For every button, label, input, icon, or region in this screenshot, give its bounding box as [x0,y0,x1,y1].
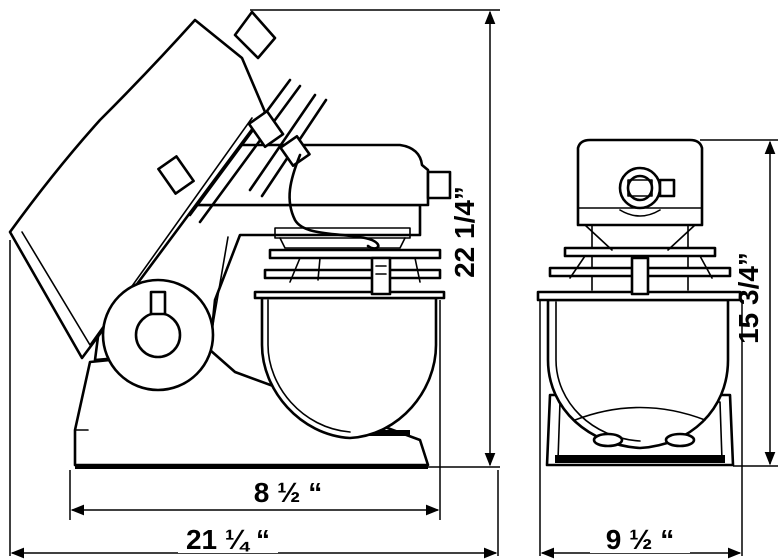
front-view [536,138,742,467]
side-head-knob [233,10,277,60]
side-bowl-rim [253,290,446,300]
front-base-foot [555,455,725,463]
front-speed-knob-grip [627,179,653,197]
front-width-label-bg [590,523,690,553]
base-label-bg [238,477,338,505]
side-tilt-head [8,18,267,360]
side-coupler [370,256,392,296]
side-tilt-head-inner [21,117,253,346]
base-width-label: 8 ½ “ [254,477,322,508]
side-plate-struts [289,257,421,283]
depth-label-bg [178,523,278,553]
total-depth-label: 21 ¼ “ [186,524,270,555]
side-gear-lower [279,237,406,249]
front-bowl-foot-left [592,432,624,448]
side-hinge-lever [149,290,167,316]
side-gear-cover [274,227,411,239]
side-cable [288,153,380,250]
side-base-pad [365,430,410,436]
front-knob-collar [619,209,661,217]
front-coupler [630,256,650,296]
side-coupler-detail [375,265,387,275]
side-bowl-inner [267,299,351,433]
side-plate-bottom [263,268,442,280]
front-bowl-rim [536,290,742,302]
front-bowl-curve [574,406,706,421]
side-plate-top [268,248,442,260]
side-beater-clip-1 [157,155,195,195]
front-height-label: 15 3/4” [733,252,764,344]
front-knob-tab [658,178,676,198]
side-base-foot [75,464,428,469]
side-rear-knob [426,170,452,200]
front-column [591,224,689,291]
side-view [8,10,452,469]
front-bowl-foot-right [664,432,696,448]
front-bowl [546,298,730,450]
front-width-label: 9 ½ “ [606,524,674,555]
side-bowl [260,296,438,440]
total-height-label: 22 1/4” [449,186,480,278]
side-hinge-hub [134,311,182,359]
front-housing-taper [584,224,696,251]
side-column-edge [211,236,229,331]
side-beater-arm-1 [188,78,302,224]
front-plate-top [563,246,717,258]
side-beater-clip-3 [279,134,311,168]
front-plate-struts [569,255,713,279]
side-beater-clip-2 [247,109,285,149]
